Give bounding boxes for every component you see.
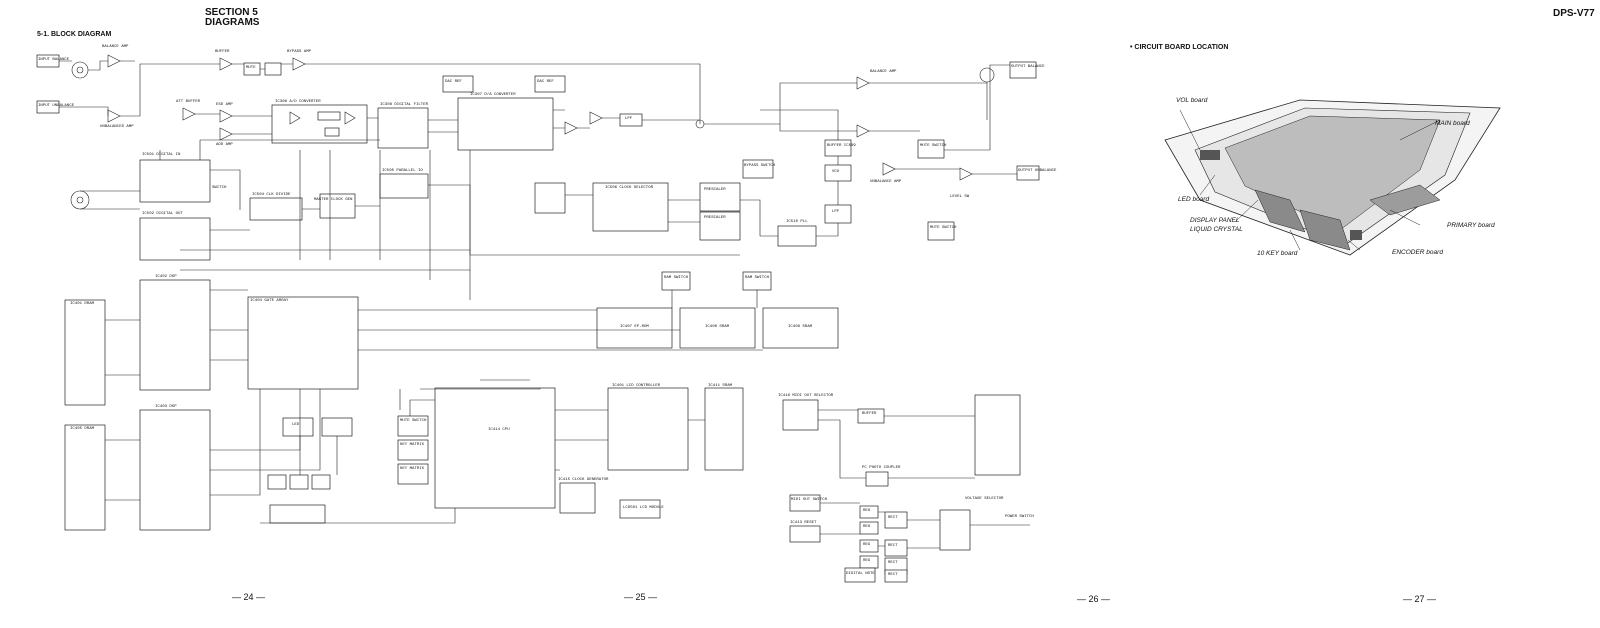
label-parallel-io: IC505 PARALLEL IO (382, 169, 423, 173)
label-rect-4: RECT (888, 573, 898, 577)
label-rect-1: RECT (888, 516, 898, 520)
label-add-amp: ADD AMP (216, 143, 233, 147)
label-level-sw: LEVEL SW (950, 195, 970, 199)
label-rect-2: RECT (888, 544, 898, 548)
label-digital-in: IC501 DIGITAL IN (142, 153, 181, 157)
circuit-board-title: • CIRCUIT BOARD LOCATION (1130, 44, 1229, 51)
label-ram-switch-1: RAM SWITCH (664, 276, 689, 280)
label-buffer: BUFFER (215, 50, 230, 54)
label-lpf: LPF (625, 117, 633, 121)
page-number-24: — 24 — (232, 592, 266, 602)
label-buffer-out: BUFFER (862, 412, 877, 416)
page-number-26: — 26 — (1077, 594, 1111, 604)
display-panel-label: DISPLAY PANEL (1190, 217, 1240, 224)
label-digital-out: IC502 DIGITAL OUT (142, 212, 183, 216)
label-bypass-switch: BYPASS SWITCH (744, 164, 776, 168)
label-att-buffer: ATT BUFFER (176, 100, 201, 104)
label-lcd-sram: IC411 SRAM (708, 384, 733, 388)
label-ep-rom: IC407 EP-ROM (620, 325, 649, 329)
label-gate-array: IC404 GATE ARRAY (250, 299, 289, 303)
label-photo-coupler: PC PHOTO COUPLER (862, 466, 901, 470)
label-reset: IC413 RESET (790, 521, 817, 525)
label-mute-switch-out-2: MUTE SWITCH (930, 226, 957, 230)
label-reg-1: REG (863, 509, 871, 513)
label-ram-switch-2: RAM SWITCH (745, 276, 770, 280)
label-output-unbalance: OUTPUT UNBALANCE (1018, 169, 1057, 173)
label-dram-2: IC405 DRAM (70, 427, 95, 431)
label-digital-note: DIGITAL NOTE (846, 572, 875, 576)
label-lcd-controller: IC401 LCD CONTROLLER (612, 384, 661, 388)
label-midi-out-switch: MIDI OUT SWITCH (791, 498, 828, 502)
label-sram-1: IC408 SRAM (705, 325, 730, 329)
label-key-matrix-2: KEY MATRIX (400, 467, 425, 471)
page-number-25: — 25 — (624, 592, 658, 602)
label-prescaler-2: PRESCALER (704, 216, 726, 220)
label-vco: VCO (832, 170, 840, 174)
label-balance-amp-out: BALANCE AMP (870, 70, 897, 74)
label-bypass-amp: BYPASS AMP (287, 50, 312, 54)
label-prescaler-1: PRESCALER (704, 188, 726, 192)
label-da-converter: IC307 D/A CONVERTER (470, 93, 516, 97)
label-input-unbalance: INPUT UNBALANCE (38, 104, 75, 108)
label-cpu: IC414 CPU (488, 428, 510, 432)
label-reg-3: REG (863, 543, 871, 547)
label-clock-selector: IC506 CLOCK SELECTOR (605, 186, 654, 190)
vol-board-label: VOL board (1176, 97, 1208, 104)
label-buffer-2: BUFFER IC509 (827, 144, 856, 148)
label-reg-2: REG (863, 525, 871, 529)
label-dac-ref-1: DAC REF (445, 80, 462, 84)
label-pll: IC510 PLL (786, 220, 808, 224)
label-digital-filter: IC308 DIGITAL FILTER (380, 103, 429, 107)
label-lcd-module: LCD501 LCD MODULE (623, 506, 664, 510)
model-name: DPS-V77 (1553, 8, 1595, 19)
label-master-clock-gen: MASTER CLOCK GEN (314, 198, 353, 202)
label-led: LED (292, 423, 300, 427)
label-voltage-selector: VOLTAGE SELECTOR (965, 497, 1004, 501)
label-unbalance-amp-out: UNBALANCE AMP (870, 180, 902, 184)
block-diagram-title: 5-1. BLOCK DIAGRAM (37, 31, 112, 38)
label-dsp-1: IC402 DSP (155, 275, 177, 279)
page-number-27: — 27 — (1403, 594, 1437, 604)
label-dsp-2: IC403 DSP (155, 405, 177, 409)
main-board-label: MAIN board (1435, 120, 1470, 127)
label-input-balance: INPUT BALANCE (38, 58, 70, 62)
section-subtitle: DIAGRAMS (205, 17, 260, 28)
label-clk-divide: IC504 CLK DIVIDE (252, 193, 291, 197)
label-mute-switch: MUTE SWITCH (400, 419, 427, 423)
label-mute: MUTE (246, 66, 256, 70)
label-switch: SWITCH (212, 186, 227, 190)
label-ad-converter: IC306 A/D CONVERTER (275, 100, 321, 104)
label-clock-generator: IC415 CLOCK GENERATOR (558, 478, 609, 482)
label-output-balance: OUTPUT BALANCE (1011, 65, 1045, 69)
label-rect-3: RECT (888, 561, 898, 565)
label-dac-ref-2: DAC REF (537, 80, 554, 84)
encoder-board-label: ENCODER board (1392, 249, 1443, 256)
10key-board-label: 10 KEY board (1257, 250, 1298, 257)
label-reg-4: REG (863, 559, 871, 563)
label-power-switch: POWER SWITCH (1005, 515, 1034, 519)
label-key-matrix-1: KEY MATRIX (400, 443, 425, 447)
section-title: SECTION 5 (205, 7, 258, 18)
label-balance-amp: BALANCE AMP (102, 45, 129, 49)
label-esd-amp: ESD AMP (216, 103, 233, 107)
label-sram-2: IC409 SRAM (788, 325, 813, 329)
led-board-label: LED board (1178, 196, 1210, 203)
label-unbalanced-amp: UNBALANCED AMP (100, 125, 134, 129)
label-lpf-2: LPF (832, 210, 840, 214)
label-midi-out-selector: IC416 MIDI OUT SELECTOR (778, 394, 834, 398)
label-dram-1: IC401 DRAM (70, 302, 95, 306)
primary-board-label: PRIMARY board (1447, 222, 1495, 229)
liquid-crystal-label: LIQUID CRYSTAL (1190, 226, 1243, 233)
label-mute-switch-out-1: MUTE SWITCH (920, 144, 947, 148)
